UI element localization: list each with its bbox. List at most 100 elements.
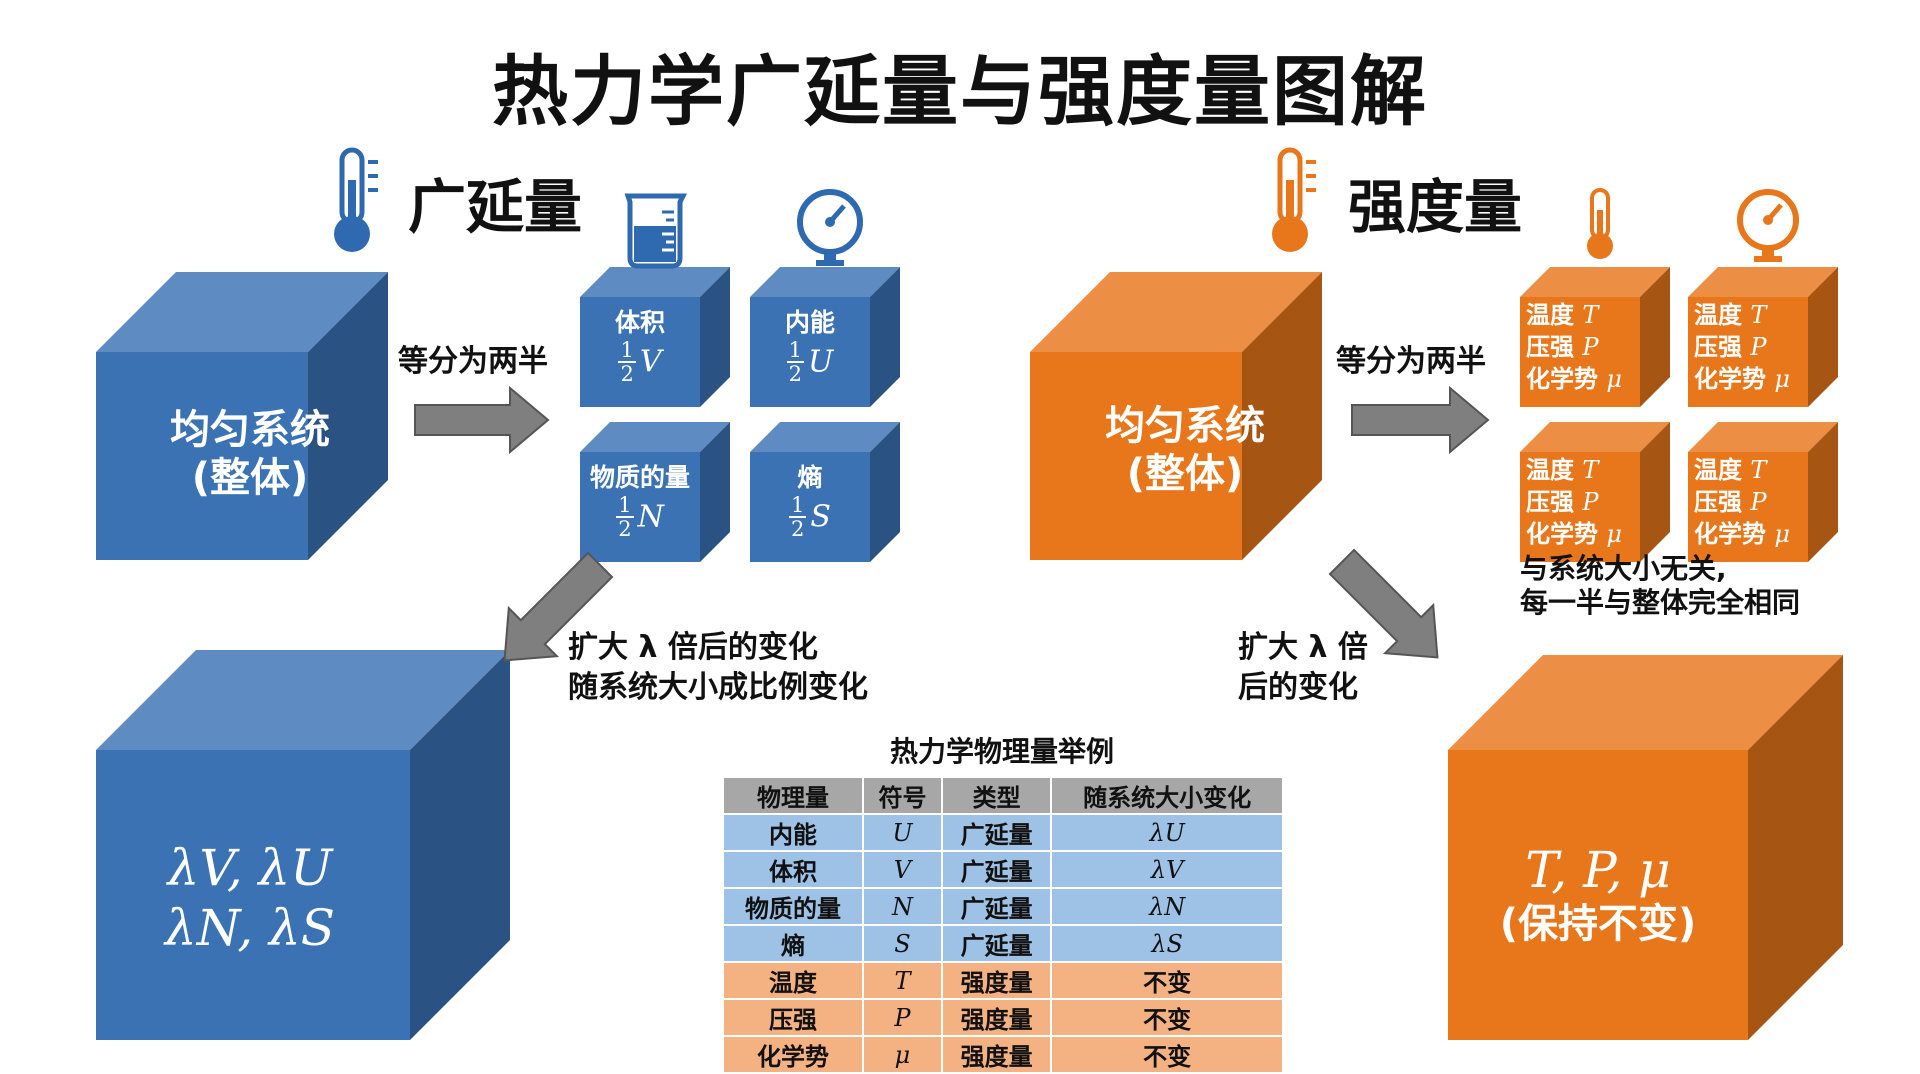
half-line-text: 温度 — [1526, 456, 1574, 484]
table-cell: 强度量 — [940, 998, 1053, 1037]
table-cell: 内能 — [722, 813, 864, 852]
table-cell: 体积 — [722, 850, 864, 889]
half-line: 温度 T — [1694, 454, 1824, 486]
denominator: 2 — [791, 517, 805, 541]
half-line-symbol: P — [1750, 333, 1767, 361]
denominator: 2 — [620, 362, 634, 386]
half-name: 内能 — [784, 308, 835, 337]
scale-arrow-left — [503, 551, 614, 662]
whole-line1: 均匀系统 — [170, 407, 330, 453]
intensive-scaled-label: T, P, μ (保持不变) — [1448, 840, 1748, 948]
table-header-cell: 物理量 — [722, 776, 864, 815]
table-header-cell: 符号 — [862, 776, 943, 815]
table-cell: T — [862, 961, 943, 1000]
half-line-symbol: T — [1582, 456, 1599, 484]
table-title: 热力学物理量举例 — [889, 735, 1114, 768]
denominator: 2 — [788, 362, 803, 386]
split-arrow-left — [414, 385, 550, 455]
extensive-scaled-cube — [96, 650, 510, 1040]
table-cell: λS — [1050, 924, 1284, 963]
extensive-whole-label: 均匀系统 (整体) — [95, 406, 405, 502]
half-line-text: 化学势 — [1526, 365, 1598, 393]
table-cell: λV — [1050, 850, 1284, 889]
half-line-text: 化学势 — [1694, 520, 1766, 548]
beaker-icon — [624, 193, 688, 269]
half-line: 化学势 μ — [1526, 518, 1656, 550]
extensive-scale-label: 扩大 λ 倍后的变化 — [568, 630, 818, 665]
half-line: 化学势 μ — [1526, 363, 1656, 395]
half-line-text: 温度 — [1694, 456, 1742, 484]
table-header-row: 物理量符号类型随系统大小变化 — [722, 776, 1284, 815]
page-title: 热力学广延量与强度量图解 — [492, 47, 1428, 136]
numerator: 1 — [618, 338, 636, 363]
intensive-heading: 强度量 — [1348, 173, 1523, 241]
half-symbol: V — [639, 344, 662, 380]
intensive-split-label: 等分为两半 — [1336, 344, 1486, 379]
table-cell: 压强 — [722, 998, 864, 1037]
thermometer-icon — [1587, 188, 1613, 259]
extensive-half-cube — [750, 267, 900, 407]
extensive-split-label: 等分为两半 — [398, 344, 548, 379]
note-line2: 每一半与整体完全相同 — [1520, 586, 1801, 619]
half-symbol: N — [637, 499, 664, 535]
half-line: 温度 T — [1526, 299, 1656, 331]
half-symbol: U — [808, 344, 834, 380]
note-line1: 与系统大小无关, — [1520, 552, 1727, 585]
denominator: 2 — [618, 517, 632, 541]
table-cell: N — [862, 887, 943, 926]
table-cell: 广延量 — [940, 813, 1053, 852]
intensive-half-cube — [1688, 422, 1838, 562]
table-cell: μ — [862, 1035, 943, 1074]
table-header-cell: 随系统大小变化 — [1050, 776, 1284, 815]
intensive-scale-label: 扩大 λ 倍 — [1238, 630, 1368, 665]
half-line: 化学势 μ — [1694, 363, 1824, 395]
table-cell: 物质的量 — [722, 887, 864, 926]
extensive-half-cube — [750, 422, 900, 562]
half-name: 熵 — [797, 463, 823, 492]
table-cell: 熵 — [722, 924, 864, 963]
extensive-scaled-label: λV, λU λN, λS — [95, 838, 405, 958]
half-line-symbol: μ — [1606, 365, 1622, 393]
pressure-gauge-icon — [1737, 189, 1799, 262]
half-line: 压强 P — [1526, 486, 1656, 518]
table-cell: U — [862, 813, 943, 852]
whole-line1: 均匀系统 — [1105, 403, 1265, 449]
thermometer-icon — [1272, 147, 1316, 252]
half-line-text: 压强 — [1526, 333, 1574, 361]
half-line: 压强 P — [1694, 486, 1824, 518]
half-line-symbol: T — [1750, 301, 1767, 329]
extensive-half-cube — [580, 267, 730, 407]
half-line-symbol: μ — [1774, 520, 1790, 548]
intensive-scale-note: 后的变化 — [1238, 670, 1358, 705]
numerator: 1 — [616, 493, 634, 518]
extensive-heading: 广延量 — [408, 173, 583, 241]
table-cell: 不变 — [1050, 1035, 1284, 1074]
table-cell: 强度量 — [940, 1035, 1053, 1074]
scaled-line1: λV, λU — [167, 839, 333, 897]
table-cell: λN — [1050, 887, 1284, 926]
half-line-text: 压强 — [1526, 488, 1574, 516]
table-cell: S — [862, 924, 943, 963]
scaled-line1: T, P, μ — [1525, 841, 1671, 899]
half-line-symbol: P — [1582, 333, 1599, 361]
cubes-layer — [96, 267, 1843, 1040]
intensive-half-cube — [1520, 422, 1670, 562]
table-cell: V — [862, 850, 943, 889]
table-cell: 广延量 — [940, 924, 1053, 963]
